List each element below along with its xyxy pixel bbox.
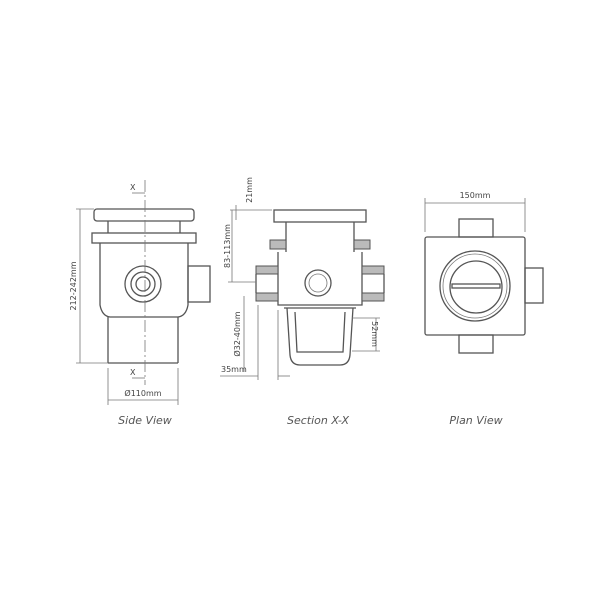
side-view-caption: Side View xyxy=(118,414,172,427)
section-view: 21mm 83-113mm Ø32-40mm 35mm 52mm xyxy=(220,177,385,380)
side-view: X X 212-242mm Ø110mm xyxy=(69,180,211,405)
diameter-dimension: Ø110mm xyxy=(124,388,161,398)
section-marker-top: X xyxy=(130,183,136,192)
plan-view: 150mm xyxy=(424,191,544,354)
lid-dimension: 21mm xyxy=(245,177,254,203)
section-view-caption: Section X-X xyxy=(287,414,349,427)
inlet-height-dimension: 83-113mm xyxy=(223,224,232,268)
width-dimension: 150mm xyxy=(460,191,491,200)
spigot-dimension: 35mm xyxy=(221,365,247,374)
section-marker-bottom: X xyxy=(130,368,136,377)
trap-dimension: 52mm xyxy=(370,321,379,347)
plan-view-caption: Plan View xyxy=(449,414,502,427)
height-dimension: 212-242mm xyxy=(69,261,78,310)
outlet-dimension: Ø32-40mm xyxy=(232,311,242,356)
